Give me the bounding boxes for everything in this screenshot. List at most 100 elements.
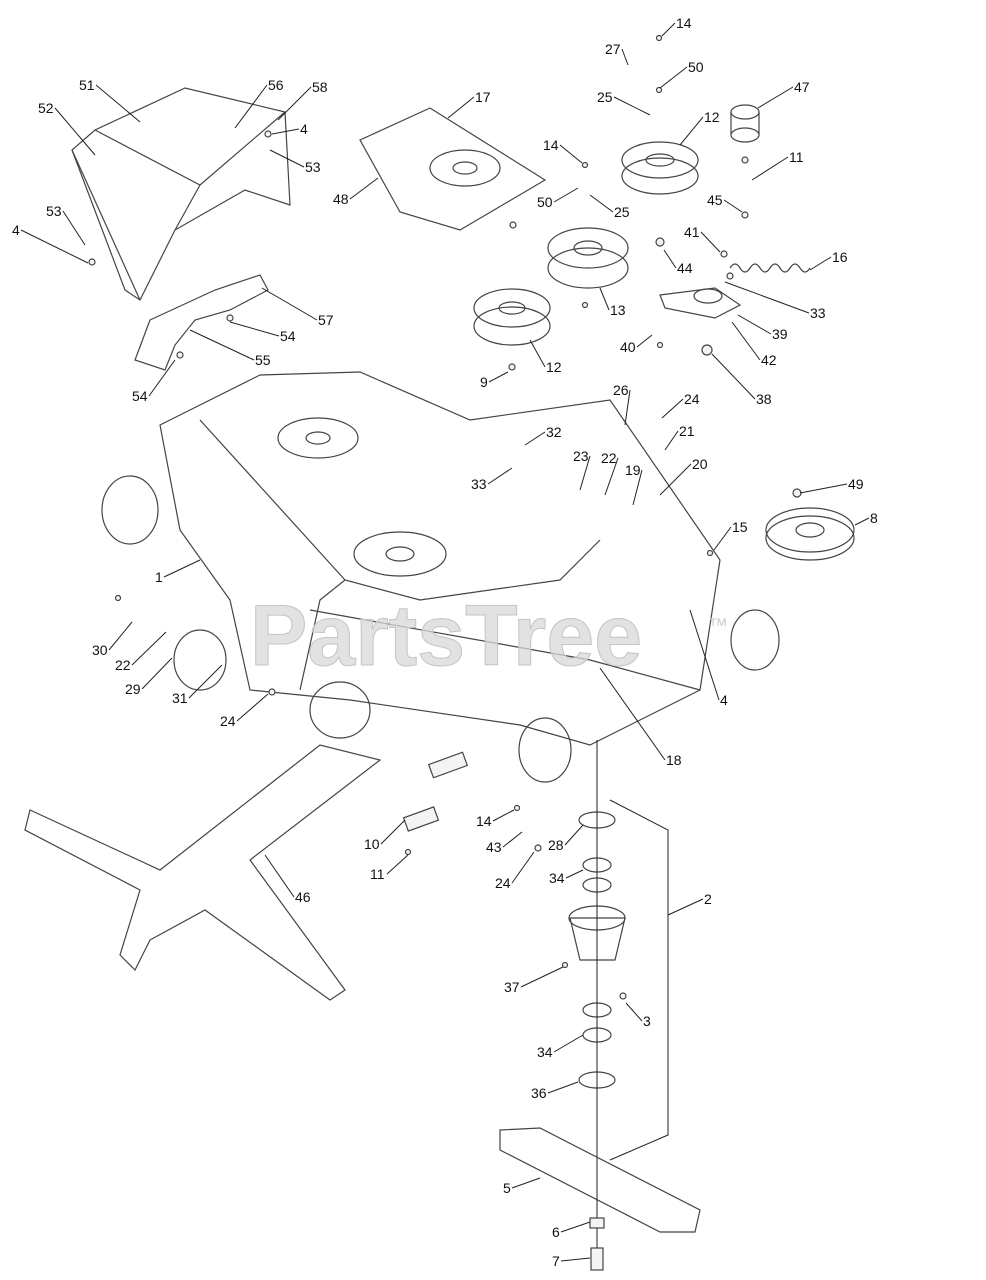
leader-line [553, 187, 579, 203]
part-callout-4: 4 [720, 692, 728, 708]
part-callout-3: 3 [643, 1013, 651, 1029]
part-callout-22: 22 [115, 657, 131, 673]
part-callout-33: 33 [471, 476, 487, 492]
part-callout-4: 4 [12, 222, 20, 238]
part-callout-33: 33 [810, 305, 826, 321]
leader-line [520, 966, 564, 988]
part-callout-12: 12 [704, 109, 720, 125]
leader-line [613, 96, 651, 116]
part-callout-53: 53 [46, 203, 62, 219]
leader-line [713, 526, 732, 551]
part-callout-30: 30 [92, 642, 108, 658]
part-callout-32: 32 [546, 424, 562, 440]
part-callout-41: 41 [684, 224, 700, 240]
pulley-13-drawing [547, 227, 629, 289]
part-callout-7: 7 [552, 1253, 560, 1269]
part-callout-11: 11 [370, 866, 385, 882]
bracket-drawing [134, 274, 269, 371]
part-callout-18: 18 [666, 752, 682, 768]
leader-line [751, 156, 789, 181]
part-callout-19: 19 [625, 462, 641, 478]
leader-line [529, 339, 546, 368]
leader-line [188, 664, 223, 699]
part-callout-54: 54 [132, 388, 148, 404]
leader-line [589, 194, 614, 213]
leader-line [141, 657, 173, 690]
part-callout-43: 43 [486, 839, 502, 855]
part-callout-24: 24 [495, 875, 511, 891]
part-callout-40: 40 [620, 339, 636, 355]
leader-line [723, 199, 743, 213]
leader-line [511, 1177, 541, 1189]
part-callout-27: 27 [605, 41, 621, 57]
leader-line [632, 469, 643, 506]
leader-line [349, 177, 379, 200]
leader-line [564, 824, 584, 846]
part-callout-25: 25 [614, 204, 630, 220]
leader-line [559, 144, 583, 164]
drive-belt-drawing [24, 744, 382, 1001]
leader-line [700, 231, 721, 253]
part-callout-13: 13 [610, 302, 626, 318]
part-callout-11: 11 [789, 149, 804, 165]
hardware-dots [88, 34, 802, 1271]
idler-arm-39-drawing [659, 287, 742, 319]
part-callout-39: 39 [772, 326, 788, 342]
leader-line [264, 854, 295, 898]
part-callout-53: 53 [305, 159, 321, 175]
leader-line [54, 107, 96, 156]
part-callout-50: 50 [537, 194, 553, 210]
leader-line [799, 483, 848, 494]
leader-line [689, 609, 720, 701]
part-callout-28: 28 [548, 837, 564, 853]
leader-lines [20, 22, 870, 1262]
leader-line [625, 1002, 643, 1022]
leader-line [380, 819, 406, 845]
part-callout-20: 20 [692, 456, 708, 472]
part-callout-45: 45 [707, 192, 723, 208]
part-callout-6: 6 [552, 1224, 560, 1240]
part-callout-37: 37 [504, 979, 520, 995]
leader-line [659, 66, 688, 89]
leader-line [659, 463, 692, 496]
leader-line [661, 22, 676, 37]
leader-line [511, 851, 535, 884]
leader-line [487, 467, 513, 485]
part-callout-15: 15 [732, 519, 748, 535]
leader-line [547, 1081, 579, 1094]
part-callout-34: 34 [537, 1044, 553, 1060]
leader-line [488, 371, 509, 383]
part-callout-4: 4 [300, 121, 308, 137]
leader-line [565, 869, 584, 879]
part-callout-46: 46 [295, 889, 311, 905]
idler-47-drawing [730, 104, 760, 143]
leader-line [447, 96, 475, 119]
leader-line [663, 249, 677, 269]
pulley-8-drawing [765, 507, 855, 561]
leader-line [277, 86, 312, 121]
part-callout-23: 23 [573, 448, 589, 464]
leader-line [269, 149, 305, 168]
part-callout-52: 52 [38, 100, 54, 116]
leader-line [492, 809, 515, 822]
part-callout-12: 12 [546, 359, 562, 375]
part-callout-58: 58 [312, 79, 328, 95]
part-callout-14: 14 [676, 15, 692, 31]
part-callout-47: 47 [794, 79, 810, 95]
part-callout-38: 38 [756, 391, 772, 407]
part-callout-22: 22 [601, 450, 617, 466]
leader-line [599, 667, 666, 761]
part-callout-31: 31 [172, 690, 188, 706]
leader-line [661, 398, 684, 419]
part-callout-34: 34 [549, 870, 565, 886]
mower-deck-drawing [101, 371, 780, 783]
part-callout-57: 57 [318, 312, 334, 328]
part-callout-54: 54 [280, 328, 296, 344]
leader-line [108, 621, 133, 651]
watermark: PartsTree ™ [250, 588, 729, 685]
leader-line [148, 359, 176, 397]
leader-line [809, 256, 832, 271]
watermark-trademark: ™ [708, 615, 728, 637]
leader-line [234, 84, 268, 129]
